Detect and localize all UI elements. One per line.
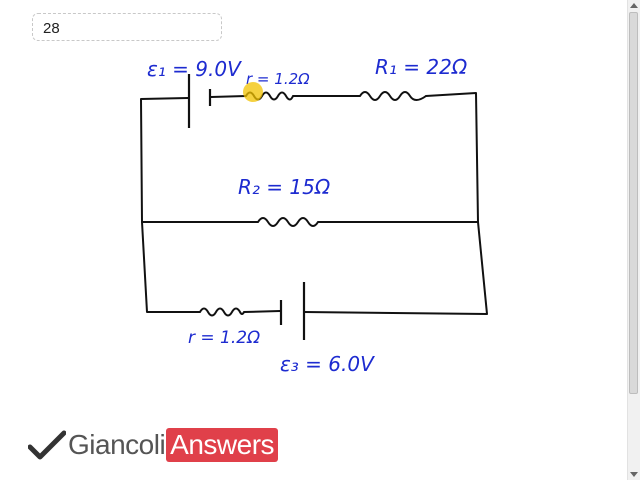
wire-bottom-mid <box>243 310 281 313</box>
resistor-R1 <box>359 91 427 101</box>
resistor-r-bottom <box>199 307 245 317</box>
giancoli-answers-logo: Giancoli Answers <box>28 428 279 462</box>
label-R1: R₁ = 22Ω <box>375 55 468 79</box>
scroll-up-icon[interactable] <box>630 3 638 8</box>
wire-right-bottom <box>303 221 488 315</box>
scroll-thumb[interactable] <box>629 12 638 394</box>
logo-text-answers: Answers <box>166 428 279 462</box>
pointer-highlight <box>243 82 263 102</box>
scroll-down-icon[interactable] <box>630 472 638 477</box>
wire-top-mid <box>210 95 247 98</box>
vertical-scrollbar[interactable] <box>627 0 640 480</box>
resistor-R2 <box>257 217 319 227</box>
label-r-bottom: r = 1.2Ω <box>188 328 260 348</box>
wire-left-bottom <box>141 221 201 313</box>
label-R2: R₂ = 15Ω <box>238 175 331 199</box>
label-emf3: ε₃ = 6.0V <box>280 352 375 376</box>
page-number: 28 <box>43 20 60 37</box>
logo-text-giancoli: Giancoli <box>68 429 166 460</box>
page-number-box[interactable]: 28 <box>32 13 222 41</box>
wire-right-top <box>425 92 479 223</box>
label-emf1: ε₁ = 9.0V <box>147 57 242 81</box>
wire-left-top <box>140 97 189 223</box>
label-r-top: r = 1.2Ω <box>246 70 310 88</box>
checkmark-icon <box>28 430 66 460</box>
